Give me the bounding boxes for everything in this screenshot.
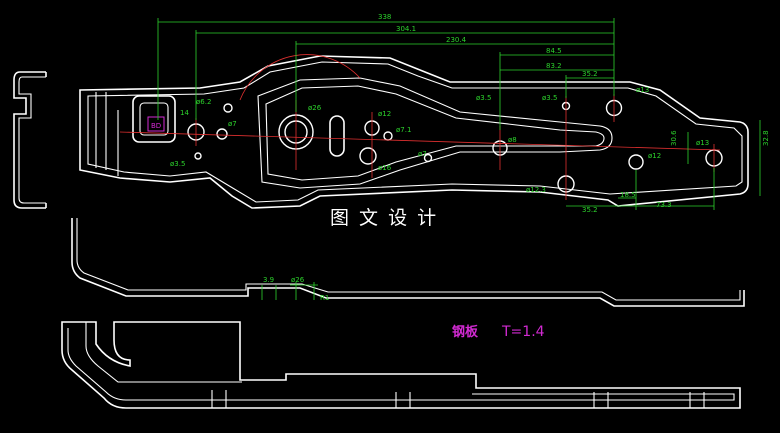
side-profile-view [13,71,47,209]
dim-338: 338 [378,13,391,21]
hole-label-35c: ø3.5 [542,94,557,102]
hole-label-26: ø26 [308,104,322,112]
dim-phi26-front: ø26 [291,276,305,284]
hole-label-62: ø6.2 [196,98,211,106]
hole-label-12a: ø12 [378,110,391,118]
dim-73: 73.3 [656,201,672,209]
watermark-bg [322,200,468,230]
dim-r1: R1 [320,294,329,302]
watermark-text: 图 文 设 计 [330,207,438,229]
hole-label-123: ø12.3 [526,186,546,194]
hole-label-12b: ø12 [648,152,661,160]
hole-label-71: ø7.1 [396,126,411,134]
dim-18: 18.5 [620,191,636,199]
hole-label-16: ø16 [378,164,392,172]
bottom-section-view [61,321,741,409]
dim-304: 304.1 [396,25,416,33]
window-label: BD [151,122,161,130]
dim-30: 30.6 [670,130,678,146]
front-view: 3.9 ø26 R1 [71,218,745,307]
hole-label-8: ø8 [508,136,517,144]
dim-84: 84.5 [546,47,562,55]
dim-230: 230.4 [446,36,467,44]
dim-35-bottom: 35.2 [582,206,598,214]
hole-label-7b: ø7 [418,150,427,158]
dim-83: 83.2 [546,62,562,70]
hole-label-35b: ø3.5 [476,94,491,102]
dimension-texts: 338 304.1 230.4 84.5 83.2 35.2 35.2 18.5… [170,13,770,214]
dim-35-top: 35.2 [582,70,598,78]
dim-32: 32.8 [762,130,770,146]
hole-label-35a: ø3.5 [170,160,185,168]
thickness-label: T=1.4 [501,324,545,340]
hole-label-13b: ø13 [696,139,709,147]
dim-14: 14 [180,109,189,117]
material-label: 钢板 [452,324,479,340]
plan-view: BD [79,54,749,209]
hole-label-13a: ø13 [636,86,649,94]
dimension-lines [157,18,761,210]
dim-3-9: 3.9 [263,276,274,284]
hole-label-7a: ø7 [228,120,237,128]
